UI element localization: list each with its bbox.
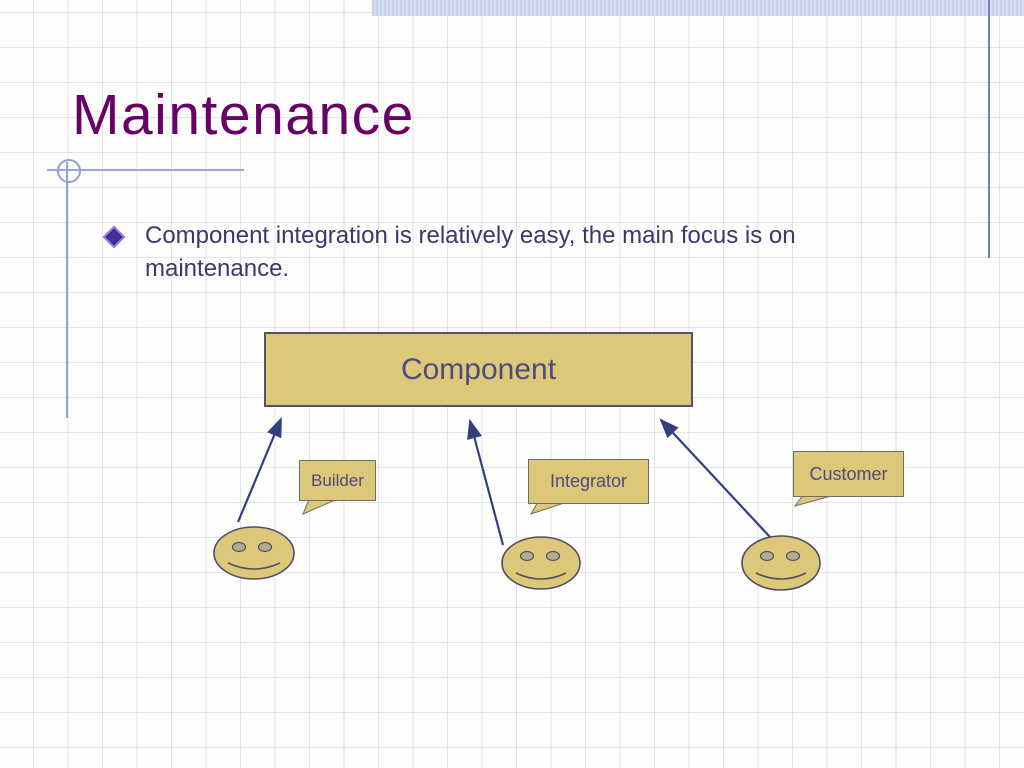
left-accent-line <box>66 162 68 418</box>
customer-callout-label: Customer <box>809 463 888 484</box>
circle-decoration-icon <box>57 159 81 183</box>
right-accent-line <box>988 0 990 258</box>
customer-smiley-face-icon <box>741 535 821 591</box>
component-box: Component <box>264 332 693 407</box>
customer-arrow-icon <box>659 418 771 538</box>
builder-smiley-face-icon <box>213 526 295 580</box>
integrator-callout-label: Integrator <box>549 471 628 491</box>
integrator-callout: Integrator <box>528 459 649 504</box>
builder-callout-label: Builder <box>311 470 364 490</box>
integrator-smiley-face-icon <box>501 536 581 590</box>
builder-arrow-icon <box>236 416 283 523</box>
component-box-label: Component <box>400 352 557 386</box>
bullet-text: Component integration is relatively easy… <box>145 222 796 282</box>
title-underline <box>47 169 244 171</box>
slide-title: Maintenance <box>72 83 415 147</box>
customer-callout: Customer <box>793 451 904 497</box>
integrator-arrow-icon <box>467 418 505 546</box>
builder-callout: Builder <box>299 460 376 501</box>
top-accent-band <box>372 0 1024 16</box>
